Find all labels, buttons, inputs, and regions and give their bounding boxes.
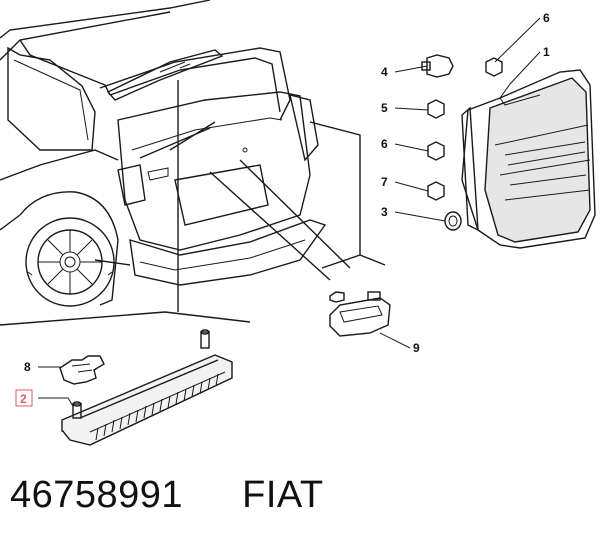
bulb-7 — [427, 181, 445, 201]
callout-leaders — [38, 17, 541, 407]
callout-7: 7 — [381, 175, 388, 189]
callout-5: 5 — [381, 101, 388, 115]
part-number: 46758991 — [10, 474, 184, 516]
bulb-4 — [421, 54, 454, 78]
callout-4: 4 — [381, 65, 388, 79]
callout-8: 8 — [24, 360, 31, 374]
plate-lamp-9 — [329, 291, 391, 337]
bulb-6-middle — [427, 141, 445, 161]
callout-3: 3 — [381, 205, 388, 219]
brake-light-strip-2 — [61, 329, 233, 446]
brand-name: FIAT — [242, 474, 324, 516]
callout-2-highlight-box — [15, 389, 33, 407]
socket-3 — [444, 211, 462, 231]
tail-light-assembly — [461, 69, 596, 249]
bulb-5 — [427, 99, 445, 119]
callout-1: 1 — [543, 45, 550, 59]
car-rear-illustration — [0, 0, 386, 326]
callout-6-top: 6 — [543, 11, 550, 25]
clip-8 — [59, 355, 105, 385]
callout-2: 2 — [20, 392, 27, 406]
bulb-6-top — [485, 57, 503, 77]
callout-6-middle: 6 — [381, 137, 388, 151]
part-caption: 46758991 FIAT — [10, 474, 324, 517]
callout-9: 9 — [413, 341, 420, 355]
